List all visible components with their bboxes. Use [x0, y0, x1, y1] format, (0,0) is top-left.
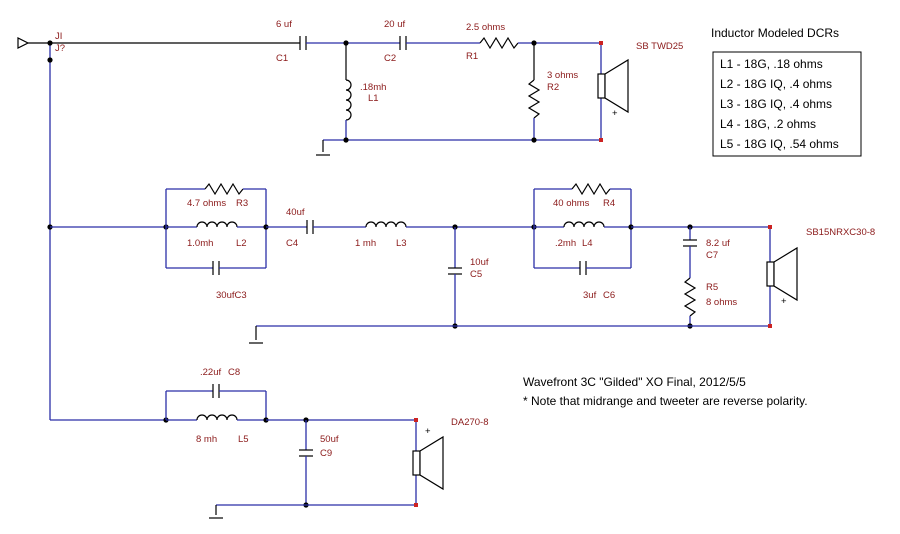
c7-ref: C7	[706, 250, 718, 261]
c9-ref: C9	[320, 448, 332, 459]
dcr-box: Inductor Modeled DCRs L1 - 18G, .18 ohms…	[711, 26, 862, 157]
c7-value: 8.2 uf	[706, 238, 730, 249]
tweeter-plus: +	[612, 108, 618, 119]
r5-value: 8 ohms	[706, 297, 737, 308]
resistor-r4	[571, 182, 611, 196]
l1-value: .18mh	[360, 82, 386, 93]
r2-value: 3 ohms	[547, 70, 578, 81]
r1-ref: R1	[466, 51, 478, 62]
woofer-plus: +	[425, 426, 431, 437]
c5-value: 10uf	[470, 257, 489, 268]
tweeter-speaker-icon	[597, 73, 606, 99]
c6-ref: C6	[603, 290, 615, 301]
dcr-title: Inductor Modeled DCRs	[711, 26, 839, 40]
inductor-l1	[345, 79, 352, 121]
polarity-note: * Note that midrange and tweeter are rev…	[523, 394, 808, 408]
c1-ref: C1	[276, 53, 288, 64]
woofer-speaker-icon	[412, 450, 421, 476]
l5-ref: L5	[238, 434, 249, 445]
resistor-r5	[683, 277, 697, 317]
c8-ref: C8	[228, 367, 240, 378]
connector-sub-ref: J?	[55, 43, 65, 54]
resistor-r2	[527, 79, 541, 119]
l2-value: 1.0mh	[187, 238, 213, 249]
l4-value: .2mh	[555, 238, 576, 249]
c4-ref: C4	[286, 238, 298, 249]
dcr-line: L2 - 18G IQ, .4 ohms	[720, 77, 832, 91]
midrange-plus: +	[781, 296, 787, 307]
c2-ref: C2	[384, 53, 396, 64]
l5-value: 8 mh	[196, 434, 217, 445]
c9-value: 50uf	[320, 434, 339, 445]
tweeter-section: 6 uf C1 20 uf C2 2.5 ohms R1 .18mh L1 3 …	[50, 19, 683, 156]
r2-ref: R2	[547, 82, 559, 93]
connector-ref: JI	[55, 31, 62, 42]
resistor-r1	[479, 36, 519, 50]
midrange-speaker-label: SB15NRXC30-8	[806, 227, 875, 238]
l3-value: 1 mh	[355, 238, 376, 249]
l4-ref: L4	[582, 238, 593, 249]
node-dot	[47, 57, 53, 63]
input-connector: JI J?	[17, 31, 65, 54]
l2-ref: L2	[236, 238, 247, 249]
woofer-section: .22uf C8 8 mh L5 50uf C9 + DA270-8	[50, 367, 489, 519]
r4-ref: R4	[603, 198, 615, 209]
midrange-speaker-icon	[766, 261, 775, 287]
inductor-l4	[563, 221, 605, 228]
inductor-l2	[196, 221, 238, 228]
tweeter-speaker-label: SB TWD25	[636, 41, 683, 52]
r1-value: 2.5 ohms	[466, 22, 505, 33]
l1-ref: L1	[368, 93, 379, 104]
c2-value: 20 uf	[384, 19, 405, 30]
l3-ref: L3	[396, 238, 407, 249]
dcr-line: L5 - 18G IQ, .54 ohms	[720, 137, 839, 151]
c6-value: 3uf	[583, 290, 597, 301]
inductor-l5	[196, 414, 238, 421]
c1-value: 6 uf	[276, 19, 292, 30]
dcr-line: L4 - 18G, .2 ohms	[720, 117, 816, 131]
notes: Wavefront 3C "Gilded" XO Final, 2012/5/5…	[523, 375, 808, 408]
c8-value: .22uf	[200, 367, 221, 378]
woofer-speaker-label: DA270-8	[451, 417, 489, 428]
resistor-r3	[204, 182, 244, 196]
r4-value: 40 ohms	[553, 198, 590, 209]
c3-label: 30ufC3	[216, 290, 247, 301]
dcr-line: L3 - 18G IQ, .4 ohms	[720, 97, 832, 111]
c4-value: 40uf	[286, 207, 305, 218]
r3-value: 4.7 ohms	[187, 198, 226, 209]
r5-ref: R5	[706, 282, 718, 293]
design-title: Wavefront 3C "Gilded" XO Final, 2012/5/5	[523, 375, 746, 389]
midrange-section: 4.7 ohms R3 1.0mh L2 30ufC3 40uf C4 1 mh…	[50, 182, 875, 344]
c5-ref: C5	[470, 269, 482, 280]
r3-ref: R3	[236, 198, 248, 209]
dcr-line: L1 - 18G, .18 ohms	[720, 57, 823, 71]
inductor-l3	[365, 221, 407, 228]
